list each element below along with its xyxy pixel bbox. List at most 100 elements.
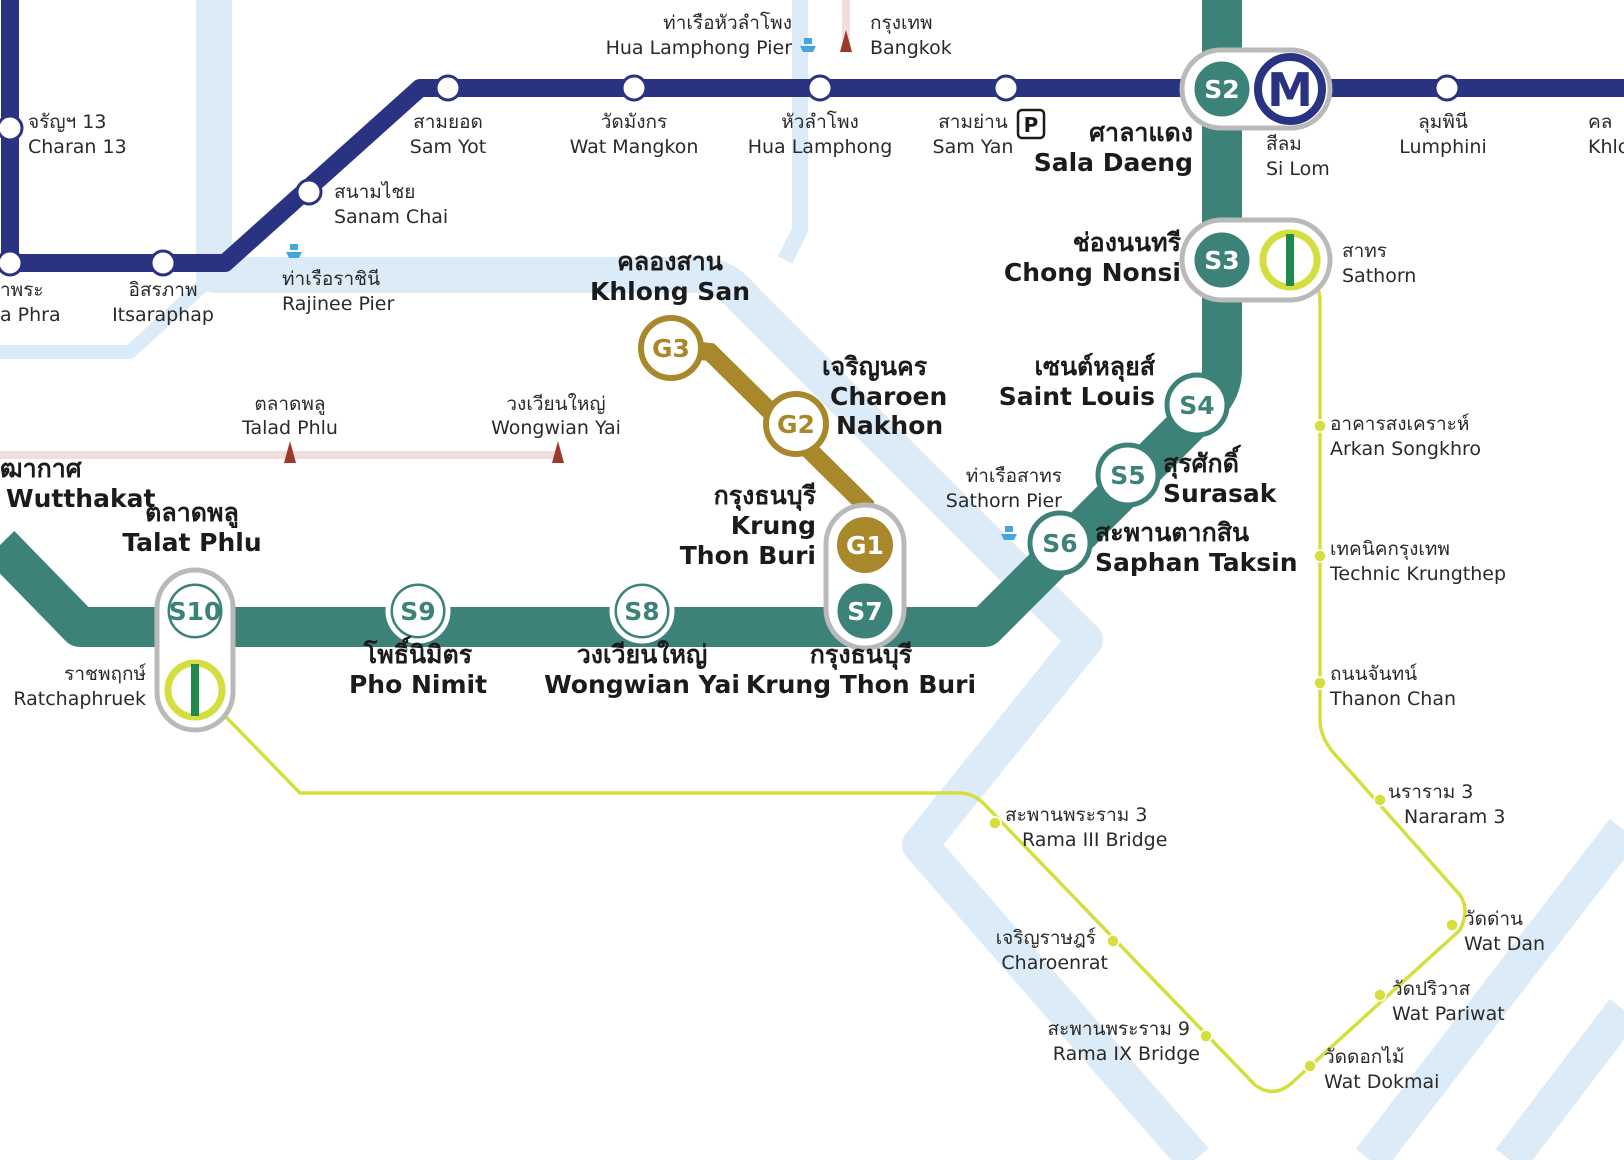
srt-station-label: กรุงเทพ [870, 12, 933, 35]
blue-line-station-dot[interactable] [1433, 74, 1461, 102]
pier-label: ท่าเรือราชินี [282, 268, 380, 290]
pier-icon [800, 38, 816, 52]
station-label: คลองสาน [617, 247, 723, 276]
station-label: Hua Lamphong [748, 136, 893, 158]
yellow-line-station-dot[interactable] [1313, 419, 1327, 433]
pier-label: Rajinee Pier [282, 293, 394, 315]
silom-station-inner [393, 586, 443, 636]
yellow-line-station-dot[interactable] [1373, 988, 1387, 1002]
station-label: ช่องนนทรี [1073, 228, 1182, 257]
yellow-line-station-dot[interactable] [1373, 793, 1387, 807]
yellow-line-station-dot[interactable] [988, 816, 1002, 830]
blue-line-station-dot[interactable] [0, 249, 24, 277]
station-label: นราราม 3 [1388, 781, 1473, 803]
station-label: วงเวียนใหญ่ [577, 639, 708, 669]
station-label: สะพานพระราม 9 [1048, 1018, 1190, 1040]
srt-station-label: Talad Phlu [241, 417, 338, 439]
station-label: Surasak [1163, 479, 1278, 508]
station-label: วัดปริวาส [1392, 978, 1471, 1000]
station-label: ตลาดพลู [145, 498, 239, 529]
station-label: ลุมพินี [1418, 111, 1468, 134]
station-label: Saphan Taksin [1095, 548, 1298, 577]
mrt-logo-letter: M [1267, 63, 1313, 117]
silom-station-s2[interactable] [1189, 56, 1255, 122]
blue-line-station-dot[interactable] [806, 74, 834, 102]
silom-station-s5[interactable] [1095, 442, 1161, 508]
station-label: Nakhon [836, 411, 943, 440]
station-label: Saint Louis [999, 382, 1155, 411]
yellow-line-station-dot[interactable] [1199, 1029, 1213, 1043]
silom-station-s3[interactable] [1189, 227, 1255, 293]
station-label: Si Lom [1266, 158, 1330, 180]
blue-line-station-dots [0, 74, 1461, 277]
station-label: สาทร [1342, 240, 1387, 262]
station-label: เซนต์หลุยส์ [1034, 352, 1155, 383]
station-label: Khlo [1588, 136, 1624, 158]
blue-line-station-dot[interactable] [0, 114, 24, 142]
station-label: Wutthakat [6, 484, 155, 513]
blue-line-station-dot[interactable] [149, 249, 177, 277]
station-code: G3 [652, 334, 690, 363]
station-label: เจริญนคร [822, 352, 928, 381]
station-label: ุฒากาศ [0, 454, 83, 485]
station-label: Sala Daeng [1034, 148, 1193, 177]
station-label: สีลม [1266, 133, 1302, 155]
station-label: วัดด่าน [1464, 908, 1523, 930]
srt-station-label: Bangkok [870, 37, 952, 59]
gold-station-g1[interactable] [833, 513, 897, 577]
mrt-logo-circle [1254, 53, 1326, 125]
pier-icon [286, 244, 302, 258]
pier-label: Sathorn Pier [946, 490, 1062, 512]
yellow-line-station-dot[interactable] [1445, 918, 1459, 932]
pier-icon [1001, 526, 1017, 540]
yellow-line-logo-sathorn[interactable] [1259, 229, 1321, 291]
pier-label: Hua Lamphong Pier [606, 37, 793, 59]
yellow-line-station-dot[interactable] [1313, 676, 1327, 690]
station-label: Wat Pariwat [1392, 1003, 1505, 1025]
station-code: S3 [1204, 246, 1239, 275]
silom-station-inner [617, 586, 667, 636]
yellow-line-logo-ratchaphruek[interactable] [164, 659, 226, 721]
srt-station-label: วงเวียนใหญ่ [506, 393, 605, 415]
srt-station-label: ตลาดพลู [254, 393, 325, 415]
station-label: Wongwian Yai [544, 670, 740, 699]
station-code: S9 [400, 597, 435, 626]
station-code: S5 [1110, 461, 1145, 490]
silom-station-s6[interactable] [1027, 510, 1093, 576]
parking-icon-letter: P [1024, 113, 1039, 137]
gold-station-g2[interactable] [763, 391, 829, 457]
yellow-line-station-dot[interactable] [1106, 934, 1120, 948]
silom-station-s7[interactable] [832, 578, 898, 644]
silom-station-s4[interactable] [1164, 372, 1230, 438]
srt-icon [552, 441, 564, 463]
station-label: Itsaraphap [112, 304, 214, 326]
station-label: วัดมังกร [601, 111, 668, 133]
gold-station-g3[interactable] [638, 315, 704, 381]
station-label: Wat Dan [1464, 933, 1545, 955]
silom-station-inner [170, 586, 220, 636]
parking-icon: P [1016, 108, 1046, 140]
yellow-line-station-dot[interactable] [1313, 549, 1327, 563]
srt-icon [840, 30, 852, 52]
blue-line-station-dot[interactable] [434, 74, 462, 102]
station-label: Sam Yot [410, 136, 486, 158]
station-label: Talat Phlu [122, 528, 261, 557]
gold-yellow-line [223, 273, 1467, 1094]
yellow-line-station-dot[interactable] [1303, 1059, 1317, 1073]
mrt-logo[interactable]: M [1254, 53, 1326, 125]
station-label: สนามไชย [334, 181, 415, 203]
blue-line-station-dot[interactable] [992, 74, 1020, 102]
station-label: Technic Krungthep [1329, 563, 1506, 585]
pier-label: ท่าเรือหัวลำโพง [663, 11, 792, 34]
station-label: a Phra [0, 304, 61, 326]
station-label: สามย่าน [938, 111, 1008, 133]
station-label: Charoen [830, 382, 947, 411]
blue-line-station-dot[interactable] [295, 178, 323, 206]
pier-label: ท่าเรือสาทร [966, 465, 1062, 487]
blue-line-station-dot[interactable] [620, 74, 648, 102]
station-label: หัวลำโพง [781, 110, 859, 133]
station-label: Wat Mangkon [570, 136, 699, 158]
station-label: Khlong San [590, 277, 750, 306]
